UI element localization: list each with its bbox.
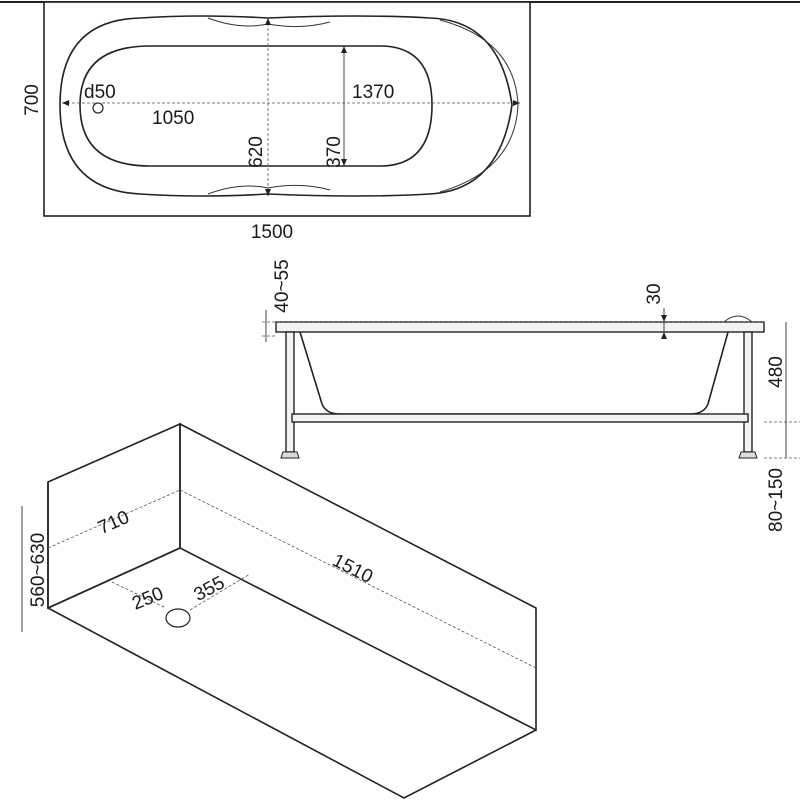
frame-leg-right xyxy=(743,331,753,453)
rim-thickness-label: 30 xyxy=(644,283,665,304)
leg-height-label: 80~150 xyxy=(766,468,787,532)
iso-height-label: 560~630 xyxy=(28,533,49,608)
rim-bump xyxy=(723,315,753,323)
inner-length-label: 1050 xyxy=(152,108,194,129)
tub-basin-profile xyxy=(299,331,729,415)
iso-length-label: 1510 xyxy=(329,550,376,588)
tub-rim-slab xyxy=(275,321,765,333)
drain-label: d50 xyxy=(84,82,116,103)
frame-leg-left xyxy=(285,331,295,453)
iso-width-dim xyxy=(47,489,181,549)
iso-drain-offset-label: 250 xyxy=(129,583,166,614)
top-view: 700 d50 1050 1370 620 370 1500 xyxy=(0,1,800,243)
drain-hole xyxy=(92,102,104,114)
iso-length-dim xyxy=(179,489,537,669)
center-width-label: 620 xyxy=(246,136,267,168)
iso-drain-offset2-label: 355 xyxy=(190,572,228,605)
tub-inner-basin xyxy=(79,45,433,167)
iso-box-outline xyxy=(47,482,537,799)
tub-rim-right-curve xyxy=(439,19,519,193)
rim-height-label: 40~55 xyxy=(272,259,293,312)
depth-label: 480 xyxy=(766,356,787,388)
frame-crossbar xyxy=(291,413,749,423)
iso-floor-left-edge xyxy=(47,547,181,609)
foot-left xyxy=(280,451,300,459)
length-1370-label: 1370 xyxy=(352,82,394,103)
top-width-label: 700 xyxy=(22,84,43,116)
overall-length-label: 1500 xyxy=(251,222,293,243)
half-width-label: 370 xyxy=(324,136,345,168)
foot-right xyxy=(738,451,758,459)
iso-view: 710 1510 560~630 250 355 xyxy=(21,422,537,799)
iso-drain-dim2 xyxy=(189,573,251,611)
iso-drain-hole xyxy=(165,608,191,628)
iso-width-label: 710 xyxy=(95,507,133,539)
side-view: 40~55 30 480 80~150 xyxy=(262,259,800,532)
tub-outer-rim xyxy=(59,15,513,197)
top-view-frame xyxy=(43,1,531,217)
